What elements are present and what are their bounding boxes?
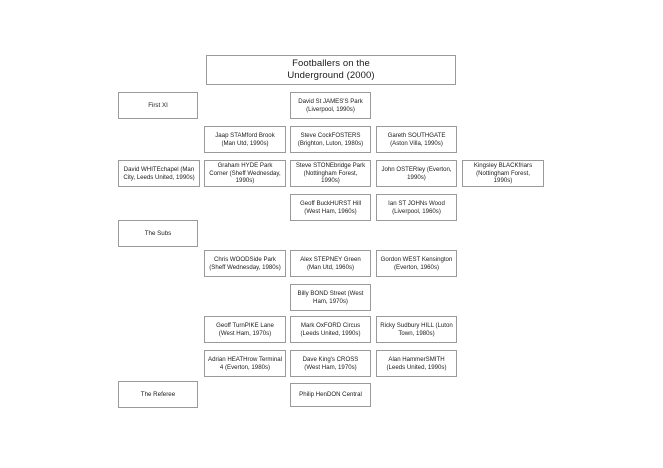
player-name-text: John OSTERley (Everton, 1990s) — [381, 165, 452, 181]
player-name-text: Chris WOODSide Park (Sheff Wednesday, 19… — [209, 255, 281, 271]
player-box-john-osterley: John OSTERley (Everton, 1990s) — [376, 160, 457, 187]
player-name-text: David WHITEchapel (Man City, Leeds Unite… — [123, 165, 195, 181]
player-name-text: Ian ST JOHNs Wood (Liverpool, 1960s) — [388, 199, 445, 215]
player-box-ricky-sudbury-hill: Ricky Sudbury HILL (Luton Town, 1980s) — [376, 316, 457, 343]
player-box-geoff-buckhurst-hill: Geoff BuckHURST Hill (West Ham, 1960s) — [290, 194, 371, 221]
group-label-referee-text: The Referee — [140, 390, 176, 398]
player-name-text: Geoff TurnPIKE Lane (West Ham, 1970s) — [216, 321, 274, 337]
player-box-jaap-stamford-brook: Jaap STAMford Brook (Man Utd, 1990s) — [204, 126, 286, 153]
diagram-title-line-1: Footballers on the — [292, 58, 370, 70]
player-name-text: Graham HYDE Park Corner (Sheff Wednesday… — [209, 162, 281, 185]
diagram-title-text: Footballers on the Underground (2000) — [210, 58, 452, 82]
diagram-title-box: Footballers on the Underground (2000) — [206, 55, 456, 85]
player-box-david-whitechapel: David WHITEchapel (Man City, Leeds Unite… — [118, 160, 200, 187]
player-box-ian-st-johns-wood: Ian ST JOHNs Wood (Liverpool, 1960s) — [376, 194, 457, 221]
player-box-steve-cockfosters: Steve CockFOSTERS (Brighton, Luton, 1980… — [290, 126, 371, 153]
player-box-billy-bond-street: Billy BOND Street (West Ham, 1970s) — [290, 284, 371, 311]
group-label-first-xi-text: First XI — [148, 101, 168, 109]
player-name-text: Kingsley BLACKfriars (Nottingham Forest,… — [473, 162, 533, 185]
player-name-text: Ricky Sudbury HILL (Luton Town, 1980s) — [380, 321, 453, 337]
player-box-alex-stepney-green: Alex STEPNEY Green (Man Utd, 1960s) — [290, 250, 371, 277]
player-box-adrian-heathrow-terminal-4: Adrian HEATHrow Terminal 4 (Everton, 198… — [204, 350, 286, 377]
player-name-text: Alan HammerSMITH (Leeds United, 1990s) — [386, 355, 447, 371]
player-name-text: Billy BOND Street (West Ham, 1970s) — [297, 289, 364, 305]
player-name-text: Gordon WEST Kensington (Everton, 1960s) — [380, 255, 453, 271]
group-label-subs: The Subs — [118, 220, 198, 247]
player-box-gordon-west-kensington: Gordon WEST Kensington (Everton, 1960s) — [376, 250, 457, 277]
player-name-text: Jaap STAMford Brook (Man Utd, 1990s) — [215, 131, 275, 147]
group-label-subs-text: The Subs — [144, 229, 172, 237]
player-name-text: Steve STONEbridge Park (Nottingham Fores… — [295, 162, 366, 185]
player-name-text: Geoff BuckHURST Hill (West Ham, 1960s) — [299, 199, 362, 215]
player-box-steve-stonebridge-park: Steve STONEbridge Park (Nottingham Fores… — [290, 160, 371, 187]
group-label-referee: The Referee — [118, 381, 198, 408]
player-box-david-st-james-park: David St JAMES'S Park (Liverpool, 1990s) — [290, 92, 371, 119]
player-name-text: Mark OxFORD Circus (Leeds United, 1990s) — [300, 321, 361, 337]
diagram-title-line-2: Underground (2000) — [287, 70, 375, 81]
player-name-text: Philip HenDON Central — [299, 391, 362, 399]
group-label-first-xi: First XI — [118, 92, 198, 119]
player-name-text: Gareth SOUTHGATE (Aston Villa, 1990s) — [387, 131, 446, 147]
player-box-alan-hammersmith: Alan HammerSMITH (Leeds United, 1990s) — [376, 350, 457, 377]
player-box-gareth-southgate: Gareth SOUTHGATE (Aston Villa, 1990s) — [376, 126, 457, 153]
player-name-text: Alex STEPNEY Green (Man Utd, 1960s) — [300, 255, 361, 271]
player-box-chris-woodside-park: Chris WOODSide Park (Sheff Wednesday, 19… — [204, 250, 286, 277]
player-box-dave-kings-cross: Dave King's CROSS (West Ham, 1970s) — [290, 350, 371, 377]
player-box-geoff-turnpike-lane: Geoff TurnPIKE Lane (West Ham, 1970s) — [204, 316, 286, 343]
player-box-philip-hendon-central: Philip HenDON Central — [290, 383, 371, 407]
player-box-graham-hyde-park-corner: Graham HYDE Park Corner (Sheff Wednesday… — [204, 160, 286, 187]
player-box-kingsley-blackfriars: Kingsley BLACKfriars (Nottingham Forest,… — [462, 160, 544, 187]
player-box-mark-oxford-circus: Mark OxFORD Circus (Leeds United, 1990s) — [290, 316, 371, 343]
player-name-text: Dave King's CROSS (West Ham, 1970s) — [302, 355, 359, 371]
player-name-text: Adrian HEATHrow Terminal 4 (Everton, 198… — [208, 355, 282, 371]
player-name-text: David St JAMES'S Park (Liverpool, 1990s) — [298, 97, 363, 113]
player-name-text: Steve CockFOSTERS (Brighton, Luton, 1980… — [297, 131, 364, 147]
